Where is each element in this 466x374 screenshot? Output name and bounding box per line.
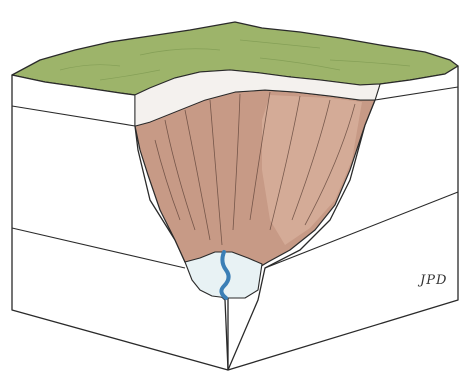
artist-signature: JPD [417, 273, 447, 288]
